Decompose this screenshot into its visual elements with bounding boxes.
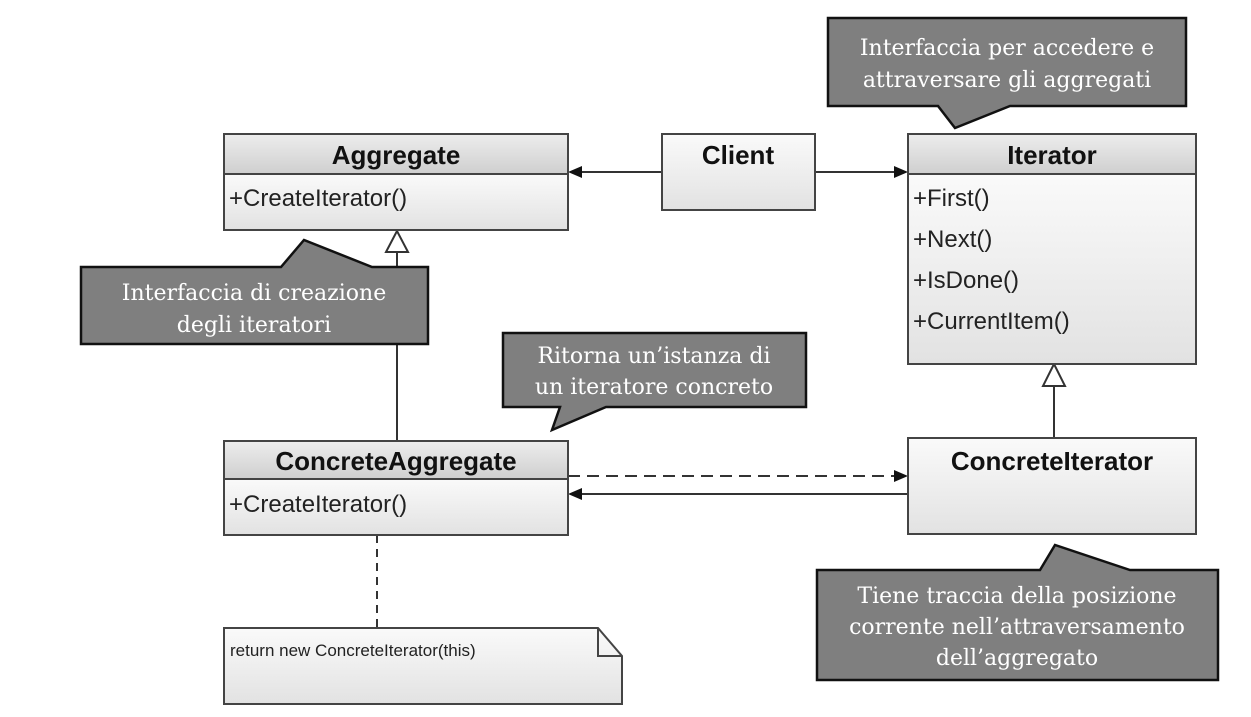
callout-line: attraversare gli aggregati — [863, 68, 1151, 93]
callout-line: un iteratore concreto — [535, 375, 773, 400]
association-arrowhead — [568, 166, 582, 178]
class-method: +Next() — [913, 226, 992, 253]
callout-line: Interfaccia per accedere e — [860, 36, 1154, 61]
connectors — [376, 166, 1067, 628]
class-name: ConcreteAggregate — [275, 446, 516, 476]
generalization-arrowhead — [1041, 361, 1067, 387]
class-iterator: Iterator +First() +Next() +IsDone() +Cur… — [907, 133, 1197, 365]
callout-aggregate-interface: Interfaccia di creazione degli iteratori — [79, 238, 430, 346]
generalization-arrowhead — [384, 228, 410, 253]
association-arrowhead — [568, 488, 582, 500]
callout-line: Interfaccia di creazione — [122, 281, 386, 306]
class-concrete-aggregate: ConcreteAggregate +CreateIterator() — [223, 440, 569, 536]
class-method: +CurrentItem() — [913, 308, 1070, 335]
callout-line: degli iteratori — [177, 313, 331, 338]
callout-line: Tiene traccia della posizione — [857, 584, 1176, 609]
class-client: Client — [661, 133, 816, 211]
callout-concrete-iterator: Tiene traccia della posizione corrente n… — [815, 543, 1220, 682]
note-text: return new ConcreteIterator(this) — [230, 641, 476, 660]
class-name: Aggregate — [332, 140, 461, 170]
callout-line: corrente nell’attraversamento — [849, 615, 1185, 640]
class-concrete-iterator: ConcreteIterator — [907, 437, 1197, 535]
class-name: ConcreteIterator — [951, 446, 1153, 476]
callout-line: dell’aggregato — [936, 646, 1098, 671]
class-method: +First() — [913, 185, 990, 212]
code-note: return new ConcreteIterator(this) — [223, 627, 623, 705]
callout-iterator-interface: Interfaccia per accedere e attraversare … — [826, 16, 1188, 130]
class-name: Client — [702, 140, 775, 170]
class-name: Iterator — [1007, 140, 1097, 170]
class-method: +CreateIterator() — [229, 491, 407, 518]
callout-create-iterator: Ritorna un’istanza di un iteratore concr… — [501, 331, 808, 433]
callout-line: Ritorna un’istanza di — [537, 344, 770, 369]
class-method: +CreateIterator() — [229, 185, 407, 212]
class-aggregate: Aggregate +CreateIterator() — [223, 133, 569, 231]
dependency-arrowhead — [894, 470, 908, 482]
class-method: +IsDone() — [913, 267, 1019, 294]
association-arrowhead — [894, 166, 908, 178]
